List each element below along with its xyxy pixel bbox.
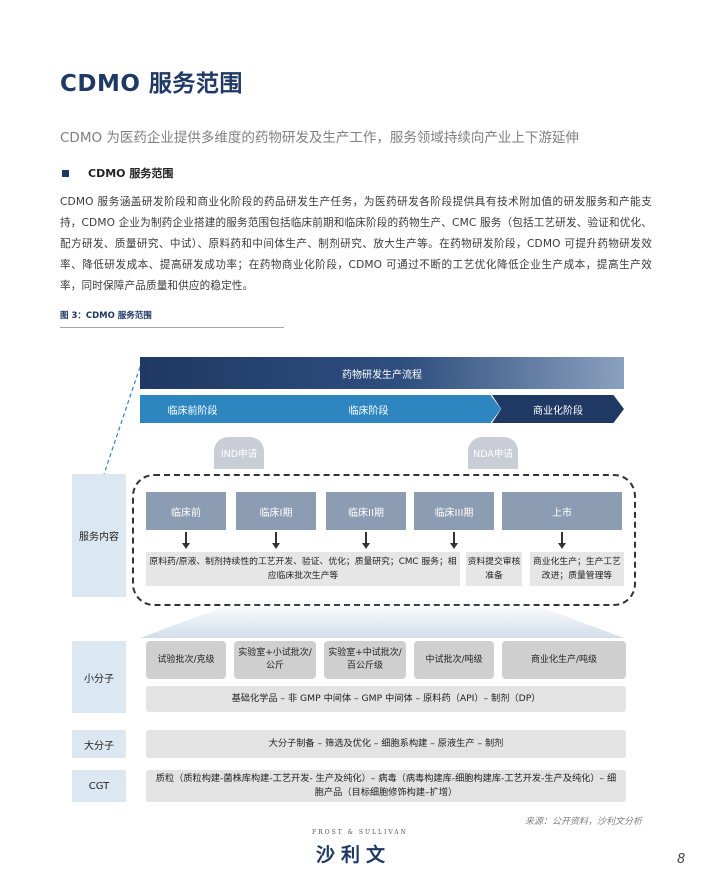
logo-wordmark: FROST & SULLIVAN bbox=[312, 829, 408, 836]
arrow-down-icon bbox=[450, 543, 458, 549]
large-molecule-label: 大分子 bbox=[72, 730, 126, 758]
page-title: CDMO 服务范围 bbox=[60, 71, 243, 97]
arrow-line bbox=[275, 532, 277, 544]
service-commercial-box: 商业化生产；生产工艺改进；质量管理等 bbox=[530, 552, 624, 586]
arrow-line bbox=[453, 532, 455, 544]
section-bullet-icon bbox=[62, 170, 69, 177]
page-subtitle: CDMO 为医药企业提供多维度的药物研发及生产工作，服务领域持续向产业上下游延伸 bbox=[60, 130, 579, 146]
source-note: 来源：公开资料，沙利文分析 bbox=[525, 817, 643, 827]
cgt-chain: 质粒（质粒构建-菌株库构建-工艺开发- 生产及纯化）– 病毒（病毒构建库-细胞构… bbox=[146, 770, 626, 802]
arrow-down-icon bbox=[362, 543, 370, 549]
arrow-line bbox=[561, 532, 563, 544]
small-molecule-chain: 基础化学品 – 非 GMP 中间体 – GMP 中间体 – 原料药（API）– … bbox=[146, 686, 626, 712]
stage-preclinical: 临床前 bbox=[146, 492, 226, 530]
service-submission-box: 资料提交审核准备 bbox=[466, 552, 522, 586]
stage-clinical-1: 临床I期 bbox=[236, 492, 316, 530]
small-molecule-step: 试验批次/克级 bbox=[146, 641, 226, 679]
arrow-down-icon bbox=[182, 543, 190, 549]
funnel-shape bbox=[140, 602, 624, 638]
arrow-down-icon bbox=[272, 543, 280, 549]
cgt-label: CGT bbox=[72, 770, 126, 802]
stage-clinical-3: 临床III期 bbox=[414, 492, 494, 530]
service-content-label: 服务内容 bbox=[72, 474, 126, 597]
phase-commercial: 商业化阶段 bbox=[492, 395, 624, 423]
arrow-line bbox=[365, 532, 367, 544]
caption-divider bbox=[60, 327, 284, 328]
small-molecule-step: 实验室+小试批次/公斤 bbox=[234, 641, 316, 679]
arrow-down-icon bbox=[558, 543, 566, 549]
flow-title-bar: 药物研发生产流程 bbox=[140, 357, 624, 389]
figure-caption: 图 3：CDMO 服务范围 bbox=[60, 311, 152, 321]
logo-chinese: 沙利文 bbox=[316, 844, 392, 866]
stage-market: 上市 bbox=[502, 492, 622, 530]
page-number: 8 bbox=[677, 852, 686, 867]
section-title: CDMO 服务范围 bbox=[88, 167, 174, 180]
ind-application: IND申请 bbox=[214, 437, 264, 469]
phase-preclinical: 临床前阶段 bbox=[140, 395, 245, 423]
small-molecule-step: 商业化生产/吨级 bbox=[502, 641, 626, 679]
arrow-line bbox=[185, 532, 187, 544]
service-rd-box: 原料药/原液、制剂持续性的工艺开发、验证、优化；质量研究；CMC 服务；相应临床… bbox=[146, 552, 460, 586]
small-molecule-step: 实验室+中试批次/百公斤级 bbox=[324, 641, 406, 679]
large-molecule-chain: 大分子制备 – 筛选及优化 – 细胞系构建 – 原液生产 – 制剂 bbox=[146, 730, 626, 758]
small-molecule-label: 小分子 bbox=[72, 641, 126, 713]
nda-application: NDA申请 bbox=[468, 437, 518, 469]
phase-clinical: 临床阶段 bbox=[236, 395, 501, 423]
small-molecule-step: 中试批次/吨级 bbox=[414, 641, 494, 679]
stage-clinical-2: 临床II期 bbox=[326, 492, 406, 530]
body-paragraph: CDMO 服务涵盖研发阶段和商业化阶段的药品研发生产任务，为医药研发各阶段提供具… bbox=[60, 196, 652, 292]
